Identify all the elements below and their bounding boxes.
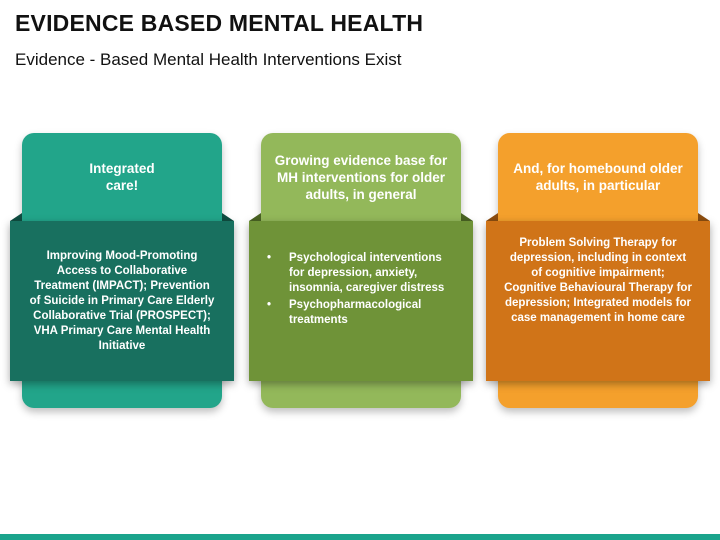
card-growing-evidence: Growing evidence base for MH interventio… [249, 133, 473, 408]
card-fold-left [249, 213, 261, 221]
card-body-panel: Improving Mood-Promoting Access to Colla… [10, 221, 234, 381]
card-body: Problem Solving Therapy for depression, … [486, 221, 710, 381]
card-body-text: Improving Mood-Promoting Access to Colla… [29, 249, 215, 352]
card-heading-text: Growing evidence base for MH interventio… [274, 152, 448, 202]
card-homebound: And, for homebound older adults, in part… [486, 133, 710, 408]
card-heading-text: Integrated care! [89, 161, 155, 193]
card-heading: And, for homebound older adults, in part… [498, 133, 698, 221]
card-body-panel: Psychological interventions for depressi… [249, 221, 473, 381]
card-fold-left [486, 213, 498, 221]
card-fold-left [10, 213, 22, 221]
card-fold-right [698, 213, 710, 221]
card-heading: Integrated care! [22, 133, 222, 221]
card-heading: Growing evidence base for MH interventio… [261, 133, 461, 221]
list-item: Psychopharmacological treatments [267, 298, 459, 328]
card-heading-text: And, for homebound older adults, in part… [513, 161, 683, 193]
card-integrated-care: Integrated care! Improving Mood-Promotin… [10, 133, 234, 408]
card-fold-right [461, 213, 473, 221]
bottom-accent-bar [0, 534, 720, 540]
bullet-list: Psychological interventions for depressi… [249, 221, 473, 328]
card-fold-right [222, 213, 234, 221]
page-subtitle: Evidence - Based Mental Health Intervent… [15, 50, 402, 69]
list-item: Psychological interventions for depressi… [267, 251, 459, 296]
card-body: Improving Mood-Promoting Access to Colla… [10, 221, 234, 381]
card-body-text: Problem Solving Therapy for depression, … [504, 237, 692, 324]
card-body-panel: Problem Solving Therapy for depression, … [486, 221, 710, 381]
page-title: EVIDENCE BASED MENTAL HEALTH [15, 10, 424, 36]
